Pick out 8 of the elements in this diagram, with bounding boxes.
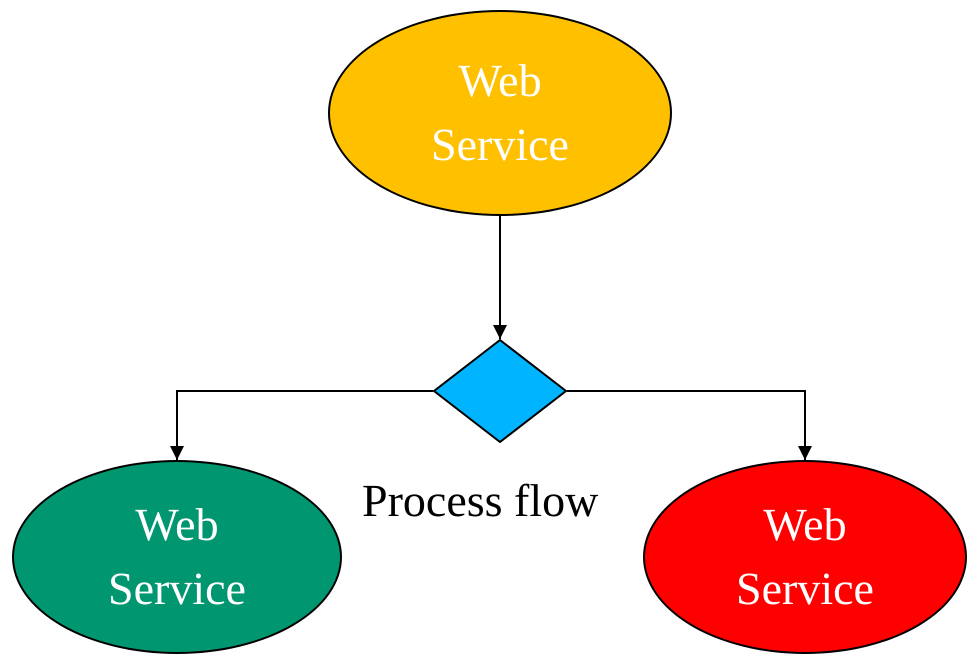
service-label: Web Service xyxy=(735,498,875,616)
arrow xyxy=(567,390,812,460)
arrow xyxy=(493,216,507,339)
decision-diamond xyxy=(433,339,567,443)
service-label: Web Service xyxy=(107,498,247,616)
arrow xyxy=(170,390,433,460)
service-label: Web Service xyxy=(430,54,570,172)
diamond-caption: Process flow xyxy=(362,474,598,527)
